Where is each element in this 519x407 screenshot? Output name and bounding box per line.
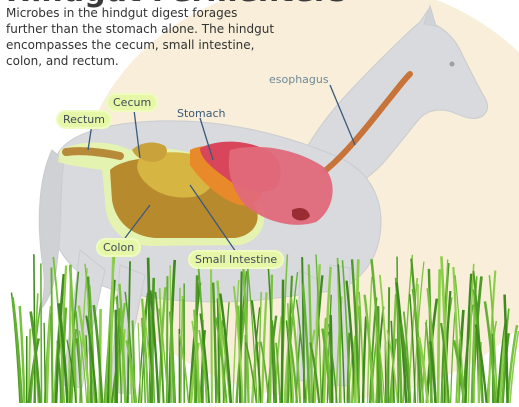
grass-blade [282, 280, 283, 403]
intro-text: Microbes in the hindgut digest forages f… [6, 5, 306, 69]
grass-blade [474, 291, 475, 403]
label-stomach: Stomach [172, 106, 231, 121]
intro-line: encompasses the cecum, small intestine, [6, 37, 306, 53]
label-rectum: Rectum [58, 112, 110, 127]
grass-blade [438, 269, 440, 403]
intro-line: further than the stomach alone. The hind… [6, 21, 306, 37]
label-cecum: Cecum [108, 95, 156, 110]
intro-line: Microbes in the hindgut digest forages [6, 5, 306, 21]
label-colon: Colon [98, 240, 139, 255]
intro-line: colon, and rectum. [6, 53, 306, 69]
grass-blade [116, 310, 117, 403]
grass-blade [388, 287, 389, 403]
grass-blade [44, 323, 45, 403]
label-esophagus: esophagus [264, 72, 334, 87]
grass-blade [211, 269, 212, 403]
label-small-intestine: Small Intestine [190, 252, 282, 267]
grass-blade [51, 268, 52, 403]
grass-blade [41, 263, 42, 403]
